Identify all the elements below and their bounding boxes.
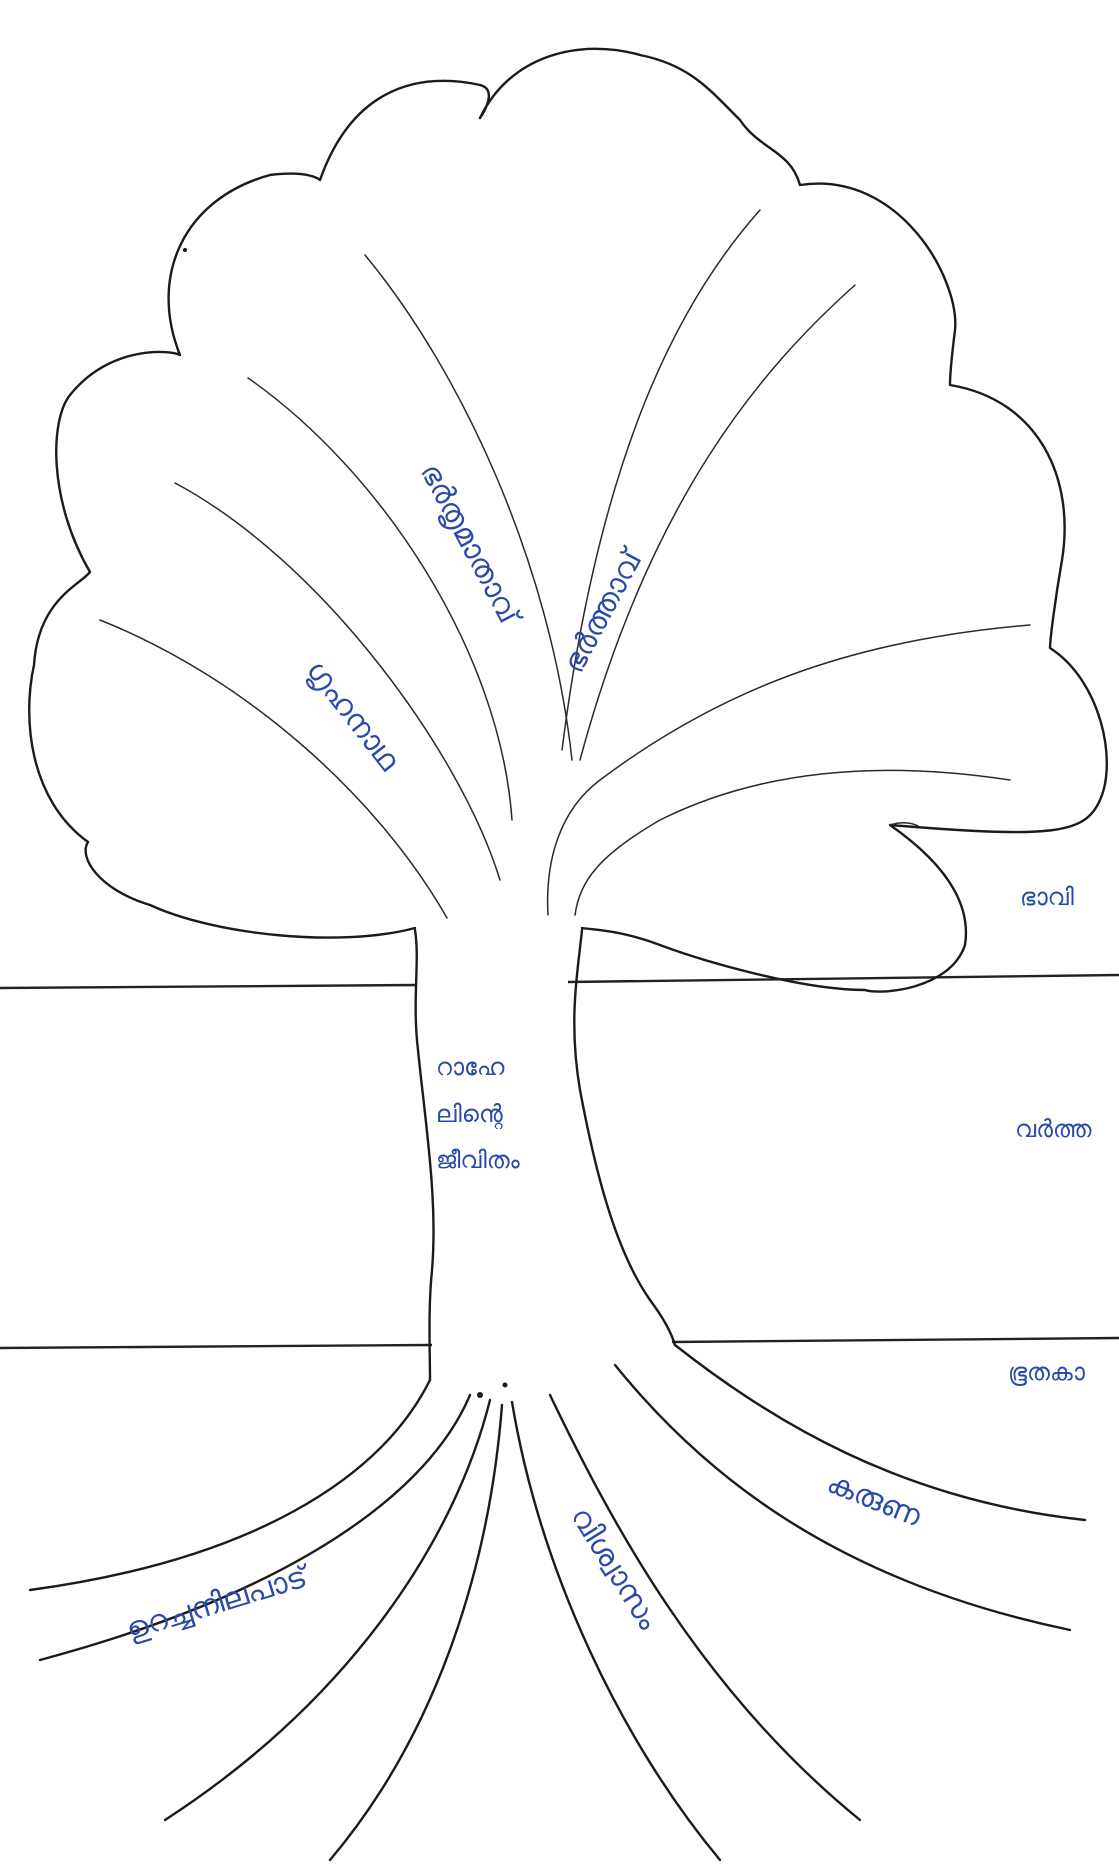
root-labels: ഉറച്ചനിലപാട് വിശ്വാസം കരുണ <box>122 1465 926 1648</box>
upper-rule-left <box>0 983 416 990</box>
trunk-label: റാഹേ ലിന്റെ ജീവിതം <box>436 1053 521 1174</box>
canopy-notch <box>889 822 919 827</box>
lower-rule-left <box>0 1343 433 1350</box>
lower-rule-right <box>671 1336 1119 1344</box>
trunk-label-line-3: ജീവിതം <box>436 1146 521 1174</box>
side-label-present: വർത്ത <box>1015 1115 1092 1143</box>
time-rules <box>0 973 1119 1350</box>
tree-trunk-right <box>573 928 677 1347</box>
upper-rule-right <box>567 973 1119 984</box>
tree-canopy-outline <box>28 47 1108 993</box>
side-label-past: ഭൂതകാ <box>1008 1358 1086 1386</box>
trunk-label-line-2: ലിന്റെ <box>436 1100 503 1129</box>
root-label-3: കരുണ <box>822 1465 926 1534</box>
branch-lines <box>99 209 1031 919</box>
root-lines <box>28 1343 1087 1862</box>
side-labels: ഭാവി വർത്ത ഭൂതകാ <box>1008 883 1092 1386</box>
branch-label-2: ഭർതൃമാതാവ് <box>413 457 528 632</box>
branch-label-3: ഭർത്താവ് <box>556 541 651 678</box>
ink-specks <box>183 248 508 1398</box>
trunk-label-line-1: റാഹേ <box>436 1053 505 1081</box>
side-label-future: ഭാവി <box>1020 883 1074 911</box>
tree-trunk-left <box>413 928 435 1382</box>
root-label-1: ഉറച്ചനിലപാട് <box>122 1558 315 1647</box>
branch-label-1: ഗൃഹനാഥ <box>299 653 407 777</box>
branch-labels: ഗൃഹനാഥ ഭർതൃമാതാവ് ഭർത്താവ് <box>299 457 652 777</box>
